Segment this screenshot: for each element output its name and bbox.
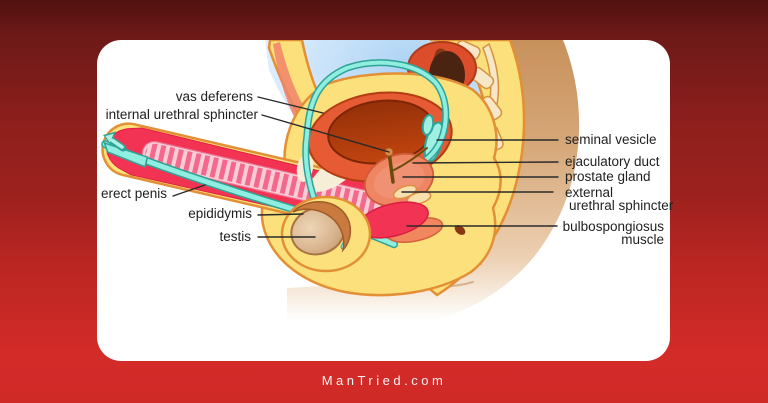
leader-internal-urethral-sphincter — [261, 114, 390, 153]
prostatic-urethra-line — [387, 150, 395, 184]
label-external-urethral-sphincter: external urethral sphincter — [565, 185, 674, 213]
label-bulbospongiosus-line2: muscle — [621, 232, 664, 247]
flow-direction-arrow-icon — [103, 131, 127, 152]
leader-erect-penis — [172, 184, 206, 197]
ejaculatory-duct-line — [393, 147, 428, 171]
watermark: ManTried.com — [321, 373, 447, 388]
anatomy-illustration — [101, 40, 580, 330]
label-bulbospongiosus-muscle: bulbospongiosus muscle — [562, 219, 664, 247]
leader-lines — [172, 96, 559, 238]
label-ejaculatory-duct: ejaculatory duct — [565, 154, 660, 169]
label-prostate-gland: prostate gland — [565, 169, 651, 184]
anus-shape — [454, 225, 466, 235]
leader-vas-deferens — [257, 96, 324, 114]
label-vas-deferens: vas deferens — [175, 89, 253, 104]
label-bulbospongiosus-line1: bulbospongiosus — [562, 219, 664, 234]
label-testis: testis — [219, 229, 251, 244]
leader-ejaculatory-duct — [412, 161, 559, 164]
bulbospongiosus-shape — [357, 201, 444, 243]
epididymis-shape — [292, 201, 352, 253]
label-external-line1: external — [565, 185, 614, 200]
label-seminal-vesicle: seminal vesicle — [565, 132, 657, 147]
label-internal-urethral-sphincter: internal urethral sphincter — [105, 107, 258, 122]
leader-epididymis — [257, 213, 304, 216]
label-erect-penis: erect penis — [100, 186, 167, 201]
label-external-line2: urethral sphincter — [569, 198, 674, 213]
external-sphincter-shape — [392, 184, 432, 205]
diagram-card — [97, 40, 670, 361]
label-epididymis: epididymis — [188, 206, 252, 221]
